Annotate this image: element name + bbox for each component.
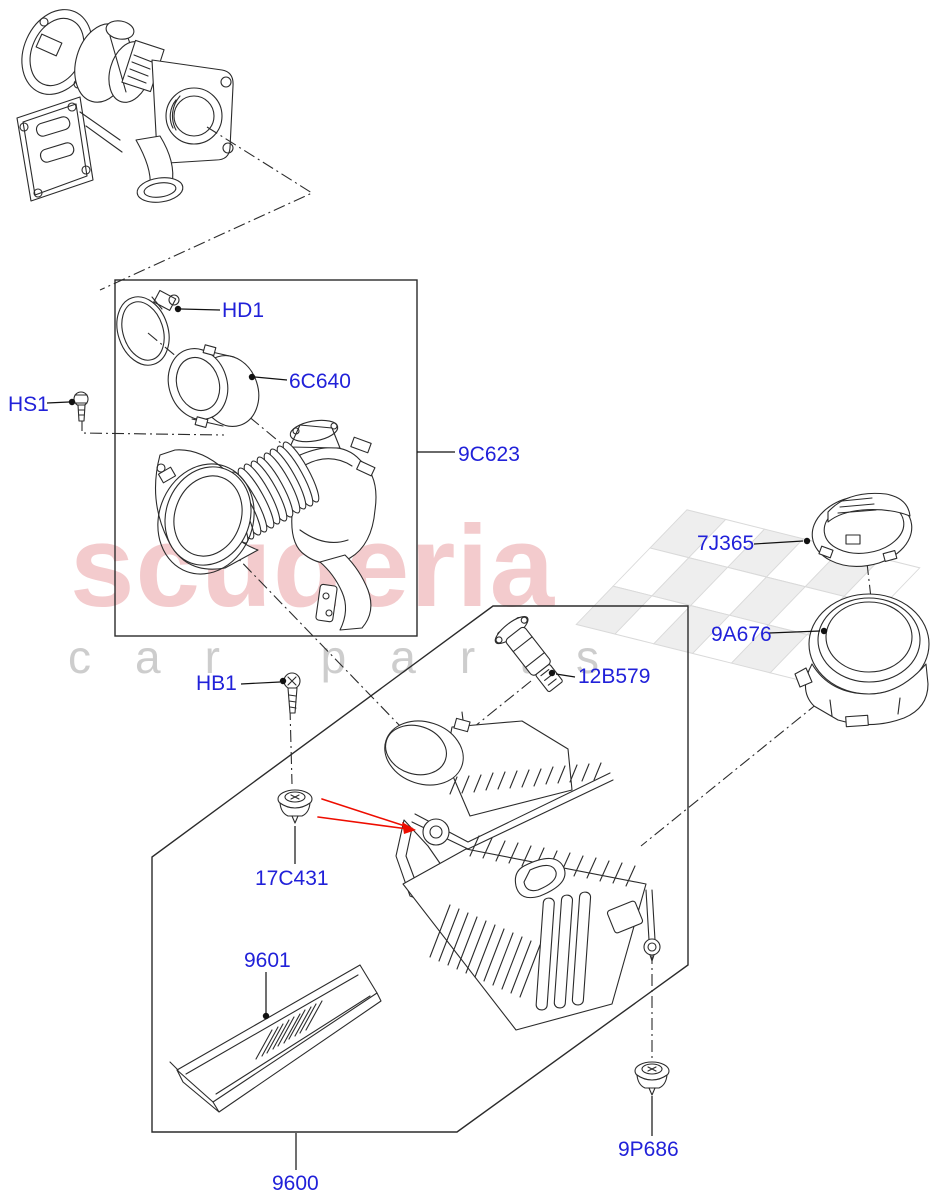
leader-lines <box>46 305 828 1170</box>
part-label-17c431[interactable]: 17C431 <box>255 867 329 890</box>
part-label-9601[interactable]: 9601 <box>244 949 291 972</box>
part-label-7j365[interactable]: 7J365 <box>697 532 755 555</box>
upper-parts-box <box>114 279 418 637</box>
hs1-bolt-drawing <box>73 391 89 422</box>
turbocharger-drawing <box>16 9 234 203</box>
17c431-grommet-drawing <box>277 789 313 824</box>
part-label-hd1[interactable]: HD1 <box>222 299 265 322</box>
part-label-6c640[interactable]: 6C640 <box>289 370 351 393</box>
part-label-12b579[interactable]: 12B579 <box>578 665 651 688</box>
red-pointer-arrows <box>317 798 416 834</box>
part-label-9600[interactable]: 9600 <box>272 1172 319 1195</box>
lower-parts-box <box>151 605 689 1133</box>
hd1-clamp-drawing <box>116 289 180 366</box>
hb1-screw-drawing <box>283 672 301 714</box>
6c640-coupling-drawing <box>167 344 260 428</box>
part-label-9a676[interactable]: 9A676 <box>711 623 772 646</box>
9p686-grommet-drawing <box>634 1061 670 1096</box>
part-label-hb1[interactable]: HB1 <box>196 672 237 695</box>
maf-sensor-drawing <box>494 616 563 693</box>
air-filter-element-drawing <box>169 964 382 1113</box>
air-cleaner-housing-drawing <box>384 711 661 1031</box>
9c623-air-tube-drawing <box>154 419 377 631</box>
part-label-9c623[interactable]: 9C623 <box>458 443 520 466</box>
9a676-duct-drawing <box>794 593 930 728</box>
part-label-hs1[interactable]: HS1 <box>8 393 49 416</box>
7j365-cap-drawing <box>811 492 913 567</box>
part-label-9p686[interactable]: 9P686 <box>618 1138 679 1161</box>
